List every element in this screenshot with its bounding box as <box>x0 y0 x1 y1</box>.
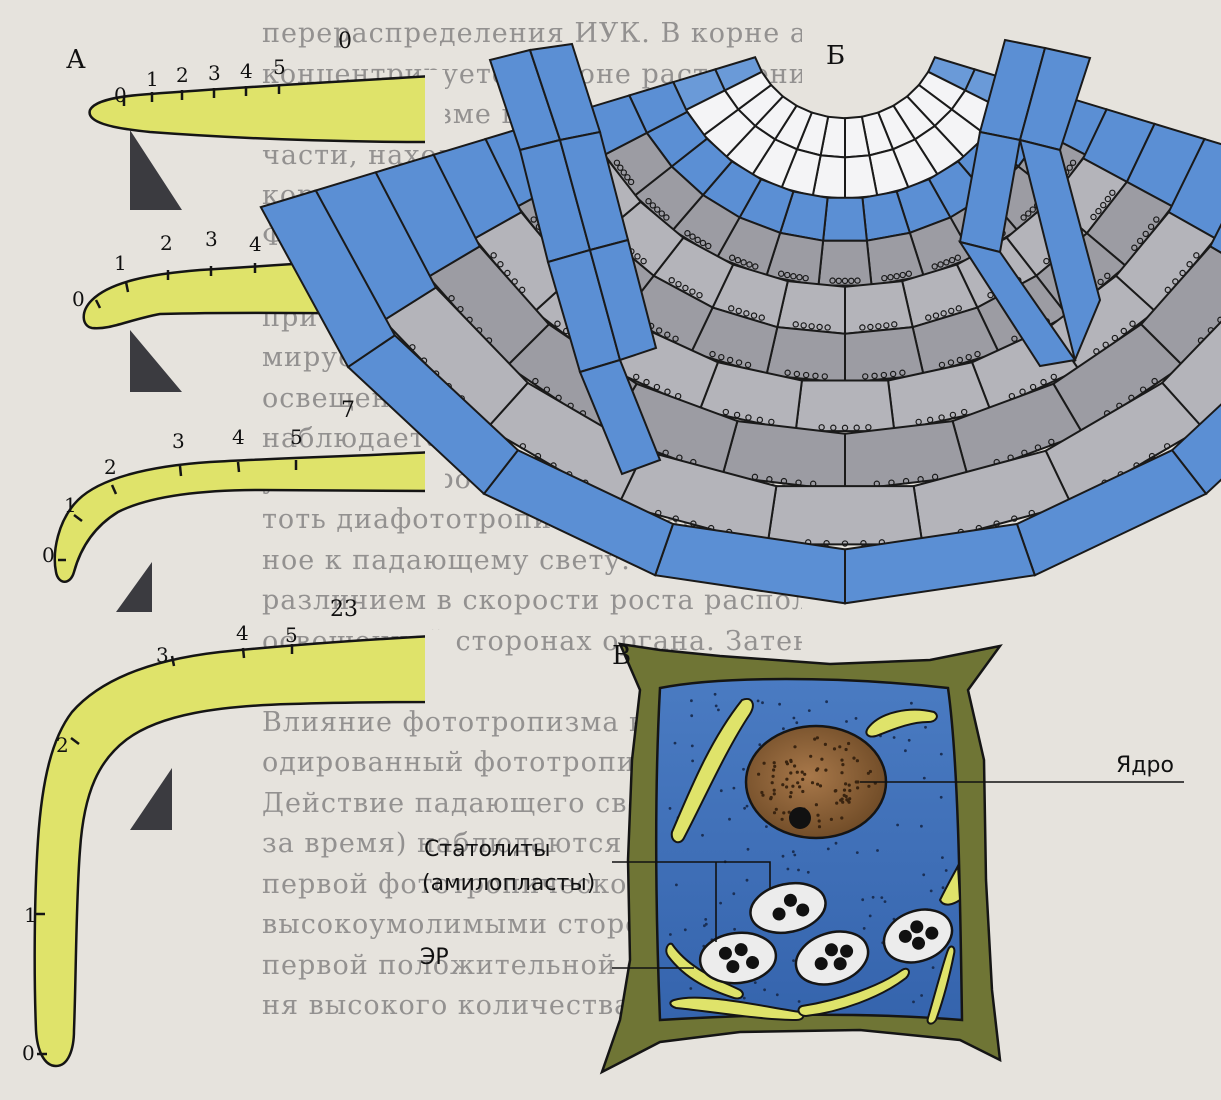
mark-label: 3 <box>205 227 218 251</box>
root-shape <box>88 74 435 144</box>
mark-label: 0 <box>114 83 127 107</box>
root-cap-cells <box>259 38 1221 605</box>
mark-label: 2 <box>176 63 189 87</box>
mark-label: 5 <box>273 55 286 79</box>
cap-cell <box>588 238 658 362</box>
mark-label: 4 <box>236 621 249 645</box>
panel-b-root-cap: Б <box>259 38 1221 605</box>
background-text-line: различием в скорости роста расположенных <box>262 585 802 616</box>
cap-cell <box>844 280 914 335</box>
gravity-wedge-icon <box>116 562 152 612</box>
mark-label: 0 <box>22 1041 35 1065</box>
root-shape <box>33 634 435 1068</box>
cap-cell <box>1208 222 1221 254</box>
gravity-wedge-icon <box>130 768 172 830</box>
marks <box>122 84 281 106</box>
panel-b-letter: Б <box>826 41 845 71</box>
cap-cell <box>578 358 662 476</box>
mark-label: 3 <box>172 429 185 453</box>
er-membranes <box>665 698 962 1025</box>
gravity-wedge-icon <box>130 330 182 392</box>
mark-label: 1 <box>146 67 159 91</box>
root-shape <box>53 450 435 583</box>
cap-cell <box>1018 138 1102 364</box>
mark-label: 1 <box>114 251 127 275</box>
cap-cell <box>766 485 924 546</box>
statoliths-label: Статолиты (амилопласты) <box>422 837 595 896</box>
background-text-line: перераспределения ИУК. В корне ауксин <box>262 18 802 49</box>
mark-label: 2 <box>104 455 117 479</box>
nucleus-label: Ядро <box>1116 753 1174 778</box>
mark-label: 4 <box>249 232 262 256</box>
er-label: ЭР <box>420 945 449 970</box>
mark-label: 5 <box>290 425 303 449</box>
statoliths <box>698 881 954 986</box>
gravity-wedge-icon <box>130 130 182 210</box>
root-time-0: 0 1 2 3 4 5 0 <box>88 29 445 210</box>
cap-cell <box>776 280 846 335</box>
mark-label: 4 <box>232 425 245 449</box>
mark-label: 1 <box>24 903 37 927</box>
cap-cell <box>822 196 868 242</box>
mark-label: 3 <box>156 643 169 667</box>
nucleus <box>744 724 888 840</box>
callout-lines <box>612 781 1184 969</box>
marks <box>58 460 298 562</box>
root-time-7: 0 1 2 3 4 5 7 <box>42 398 445 612</box>
time-label: 7 <box>341 398 355 423</box>
panel-c-statocyte: В Ядро Статолиты (амилопласты) ЭР <box>420 641 1184 1075</box>
panel-c-letter: В <box>612 641 631 671</box>
root-time-23: 0 1 2 3 4 5 23 <box>22 597 445 1068</box>
mark-label: 0 <box>42 543 55 567</box>
cap-cell <box>794 379 896 433</box>
mark-label: 2 <box>56 733 69 757</box>
mark-label: 5 <box>285 623 298 647</box>
panel-a-letter: А <box>66 45 86 75</box>
cap-cell <box>259 189 397 369</box>
time-label: 23 <box>330 597 358 622</box>
mark-label: 3 <box>208 61 221 85</box>
mark-label: 2 <box>160 231 173 255</box>
mark-label: 1 <box>64 493 77 517</box>
mark-label: 4 <box>240 59 253 83</box>
time-label: 0 <box>338 29 352 54</box>
mark-label: 0 <box>72 287 85 311</box>
marks <box>35 644 294 1056</box>
